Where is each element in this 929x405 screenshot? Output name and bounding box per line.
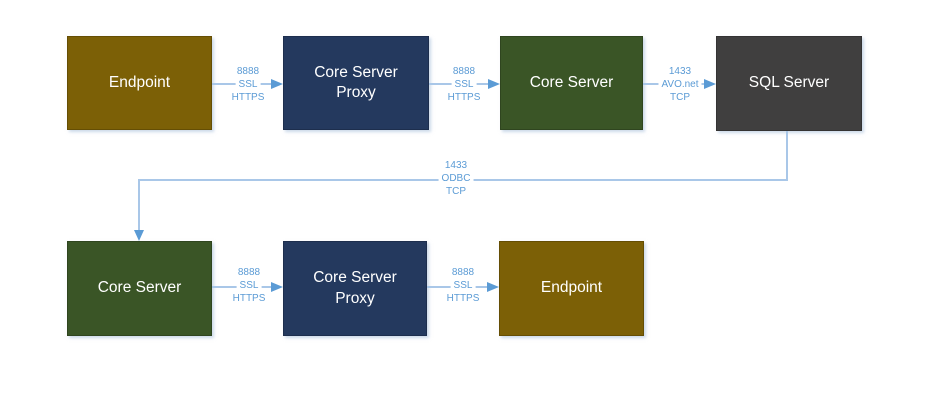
- protocol-label: HTTPS: [446, 293, 480, 304]
- protocol-label: TCP: [670, 92, 690, 103]
- port-label: 8888: [237, 267, 261, 278]
- protocol-label: ODBC: [438, 172, 474, 185]
- node-label: SQL Server: [748, 74, 830, 92]
- arrowhead-down-icon: [134, 230, 144, 241]
- node-label: Core Server Proxy: [314, 63, 398, 101]
- port-label: 8888: [236, 66, 260, 77]
- protocol-label: SSL: [232, 78, 265, 91]
- protocol-label: HTTPS: [447, 92, 481, 103]
- protocol-label: AVO.net: [658, 78, 702, 91]
- node-sql-server: SQL Server: [716, 36, 862, 131]
- port-label: 8888: [452, 66, 476, 77]
- port-label: 1433: [668, 66, 692, 77]
- arrowhead-right-icon: [704, 79, 716, 89]
- arrowhead-right-icon: [488, 79, 500, 89]
- connector-label: 8888 SSL HTTPS: [448, 65, 481, 104]
- protocol-label: SSL: [447, 279, 480, 292]
- port-label: 1433: [444, 160, 468, 171]
- connector-label: 8888 SSL HTTPS: [232, 65, 265, 104]
- node-label: Core Server: [529, 73, 614, 91]
- node-core-server-proxy-top: Core Server Proxy: [283, 36, 429, 130]
- port-label: 8888: [451, 267, 475, 278]
- protocol-label: SSL: [448, 78, 481, 91]
- connector-line: [138, 181, 140, 231]
- connector-label: 8888 SSL HTTPS: [447, 266, 480, 305]
- node-label: Endpoint: [540, 279, 603, 297]
- protocol-label: HTTPS: [231, 92, 265, 103]
- protocol-label: TCP: [446, 186, 466, 197]
- node-endpoint-bottom: Endpoint: [499, 241, 644, 336]
- protocol-label: HTTPS: [232, 293, 266, 304]
- node-core-server-top: Core Server: [500, 36, 643, 130]
- connector-line: [786, 131, 788, 181]
- node-label: Endpoint: [108, 73, 171, 91]
- node-core-server-proxy-bottom: Core Server Proxy: [283, 241, 427, 336]
- protocol-label: SSL: [233, 279, 266, 292]
- connector-label: 1433 AVO.net TCP: [658, 65, 702, 104]
- node-core-server-bottom: Core Server: [67, 241, 212, 336]
- arrowhead-right-icon: [487, 282, 499, 292]
- node-endpoint-top: Endpoint: [67, 36, 212, 130]
- arrowhead-right-icon: [271, 282, 283, 292]
- node-label: Core Server Proxy: [313, 269, 397, 307]
- connector-label: 8888 SSL HTTPS: [233, 266, 266, 305]
- arrowhead-right-icon: [271, 79, 283, 89]
- node-label: Core Server: [97, 279, 182, 297]
- connector-label: 1433 ODBC TCP: [438, 159, 474, 198]
